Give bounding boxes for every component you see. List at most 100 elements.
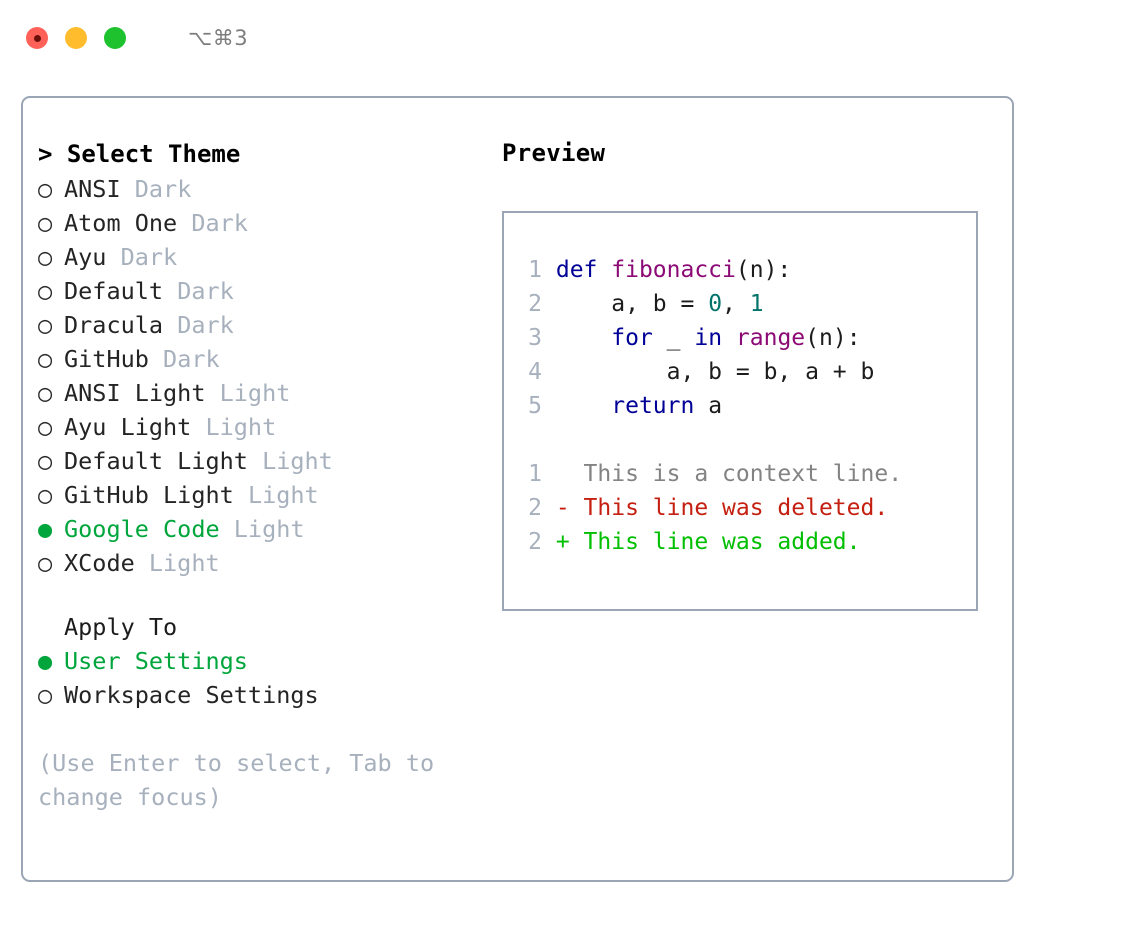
minimize-button[interactable]: [65, 27, 87, 49]
radio-unselected-icon[interactable]: ○: [38, 345, 53, 373]
traffic-lights: [26, 27, 126, 49]
theme-name: Ayu Light: [64, 413, 206, 441]
theme-list-item[interactable]: ○Ayu Light Light: [38, 410, 478, 444]
theme-list-item[interactable]: ○ Dracula Dark: [38, 308, 478, 342]
title-bar: ⌥⌘3: [0, 0, 1140, 76]
diff-text: This is a context line.: [555, 461, 903, 487]
radio-unselected-icon[interactable]: ○: [38, 681, 53, 709]
theme-list-item[interactable]: ○ XCode Light: [38, 546, 478, 580]
theme-list-item[interactable]: ○Ayu Dark: [38, 240, 478, 274]
select-theme-header: > Select Theme: [38, 140, 241, 168]
line-number: 5: [528, 393, 542, 419]
theme-variant-label: Light: [219, 379, 291, 407]
radio-selected-icon[interactable]: ●: [38, 515, 53, 543]
zoom-button[interactable]: [104, 27, 126, 49]
theme-name: GitHub Light: [64, 481, 248, 509]
theme-name: ANSI: [64, 175, 135, 203]
diff-text: - This line was deleted.: [555, 495, 889, 521]
theme-list-item[interactable]: ○ Default Dark: [38, 274, 478, 308]
diff-line: 2 + This line was added.: [518, 525, 976, 559]
code-token: return: [611, 393, 695, 419]
theme-variant-label: Dark: [191, 209, 248, 237]
code-line: 5 return a: [518, 389, 976, 423]
code-token: [556, 393, 611, 419]
apply-to-item[interactable]: ○ Workspace Settings: [38, 678, 478, 712]
code-token: (n):: [735, 257, 792, 283]
code-token: ,: [722, 291, 750, 317]
theme-variant-label: Dark: [177, 277, 234, 305]
theme-name: GitHub: [64, 345, 164, 373]
code-token: 1: [749, 291, 764, 317]
theme-variant-label: Dark: [134, 175, 192, 203]
code-token: fibonacci: [611, 257, 736, 283]
keyboard-shortcut-label: ⌥⌘3: [188, 25, 249, 50]
apply-to-label: Workspace Settings: [64, 681, 319, 709]
theme-name: Google Code: [64, 515, 234, 543]
line-number: 2: [528, 529, 542, 555]
theme-name: Atom One: [64, 209, 192, 237]
theme-list-item[interactable]: ● Google Code Light: [38, 512, 478, 546]
radio-unselected-icon[interactable]: ○: [38, 481, 53, 509]
code-token: 0: [708, 291, 723, 317]
diff-sample: 1 This is a context line. 2 - This line w…: [518, 457, 976, 559]
apply-to-header: Apply To: [64, 613, 178, 641]
apply-to-section: Apply To ● User Settings ○ Workspace Settin…: [38, 610, 478, 712]
radio-unselected-icon[interactable]: ○: [38, 209, 53, 237]
apply-to-item[interactable]: ● User Settings: [38, 644, 478, 678]
theme-list-item[interactable]: ○ ANSI Dark: [38, 172, 478, 206]
radio-unselected-icon[interactable]: ○: [38, 311, 53, 339]
theme-variant-label: Light: [148, 549, 220, 577]
code-token: def: [555, 257, 612, 283]
line-number: 1: [528, 257, 542, 283]
radio-unselected-icon[interactable]: ○: [38, 549, 53, 577]
code-line: 3 for _ in range(n):: [518, 321, 976, 355]
radio-unselected-icon[interactable]: ○: [38, 379, 53, 407]
code-token: a, b =: [555, 291, 709, 317]
theme-variant-label: Light: [247, 481, 319, 509]
theme-variant-label: Light: [233, 515, 305, 543]
theme-list-item[interactable]: ○ GitHub Dark: [38, 342, 478, 376]
radio-unselected-icon[interactable]: ○: [38, 175, 53, 203]
radio-unselected-icon[interactable]: ○: [38, 243, 53, 271]
line-number: 3: [528, 325, 542, 351]
theme-name: Default: [64, 277, 178, 305]
radio-unselected-icon[interactable]: ○: [38, 413, 53, 441]
theme-name: Ayu: [64, 243, 121, 271]
radio-selected-icon[interactable]: ●: [38, 647, 53, 675]
theme-variant-label: Dark: [163, 345, 220, 373]
code-token: a: [694, 393, 723, 419]
theme-variant-label: Light: [262, 447, 333, 475]
preview-title: Preview: [502, 139, 606, 167]
theme-name: XCode: [64, 549, 149, 577]
code-token: _: [652, 325, 695, 351]
theme-list-item[interactable]: ○ ANSI Light Light: [38, 376, 478, 410]
keyboard-hint: (Use Enter to select, Tab to change focu…: [38, 749, 435, 811]
preview-panel: Preview 1 def fibonacci(n):2 a, b = 0, 1…: [502, 136, 1002, 611]
code-spacer: [518, 423, 976, 457]
theme-list-item[interactable]: ○ GitHub Light Light: [38, 478, 478, 512]
code-token: range: [735, 325, 806, 351]
code-line: 4 a, b = b, a + b: [518, 355, 976, 389]
theme-name: Dracula: [64, 311, 178, 339]
code-token: [556, 325, 611, 351]
theme-list-item[interactable]: ○Default Light Light: [38, 444, 478, 478]
main-panel: > Select Theme ○ANSI Dark○Atom One Dark○…: [21, 96, 1014, 882]
theme-name: ANSI Light: [64, 379, 220, 407]
apply-to-label: User Settings: [64, 647, 248, 675]
radio-unselected-icon[interactable]: ○: [38, 277, 53, 305]
line-number: 1: [528, 461, 542, 487]
line-number: 4: [528, 359, 542, 385]
code-token: in: [694, 325, 723, 351]
close-button[interactable]: [26, 27, 48, 49]
code-token: [722, 325, 736, 351]
theme-variant-label: Dark: [177, 311, 234, 339]
theme-picker: > Select Theme ○ANSI Dark○Atom One Dark○…: [38, 136, 478, 814]
theme-list-item[interactable]: ○ Atom One Dark: [38, 206, 478, 240]
theme-list: ○ANSI Dark○Atom One Dark○Ayu Dark○Defaul…: [38, 172, 478, 580]
code-token: (n):: [805, 325, 861, 351]
radio-unselected-icon[interactable]: ○: [38, 447, 53, 475]
diff-text: + This line was added.: [555, 529, 861, 555]
